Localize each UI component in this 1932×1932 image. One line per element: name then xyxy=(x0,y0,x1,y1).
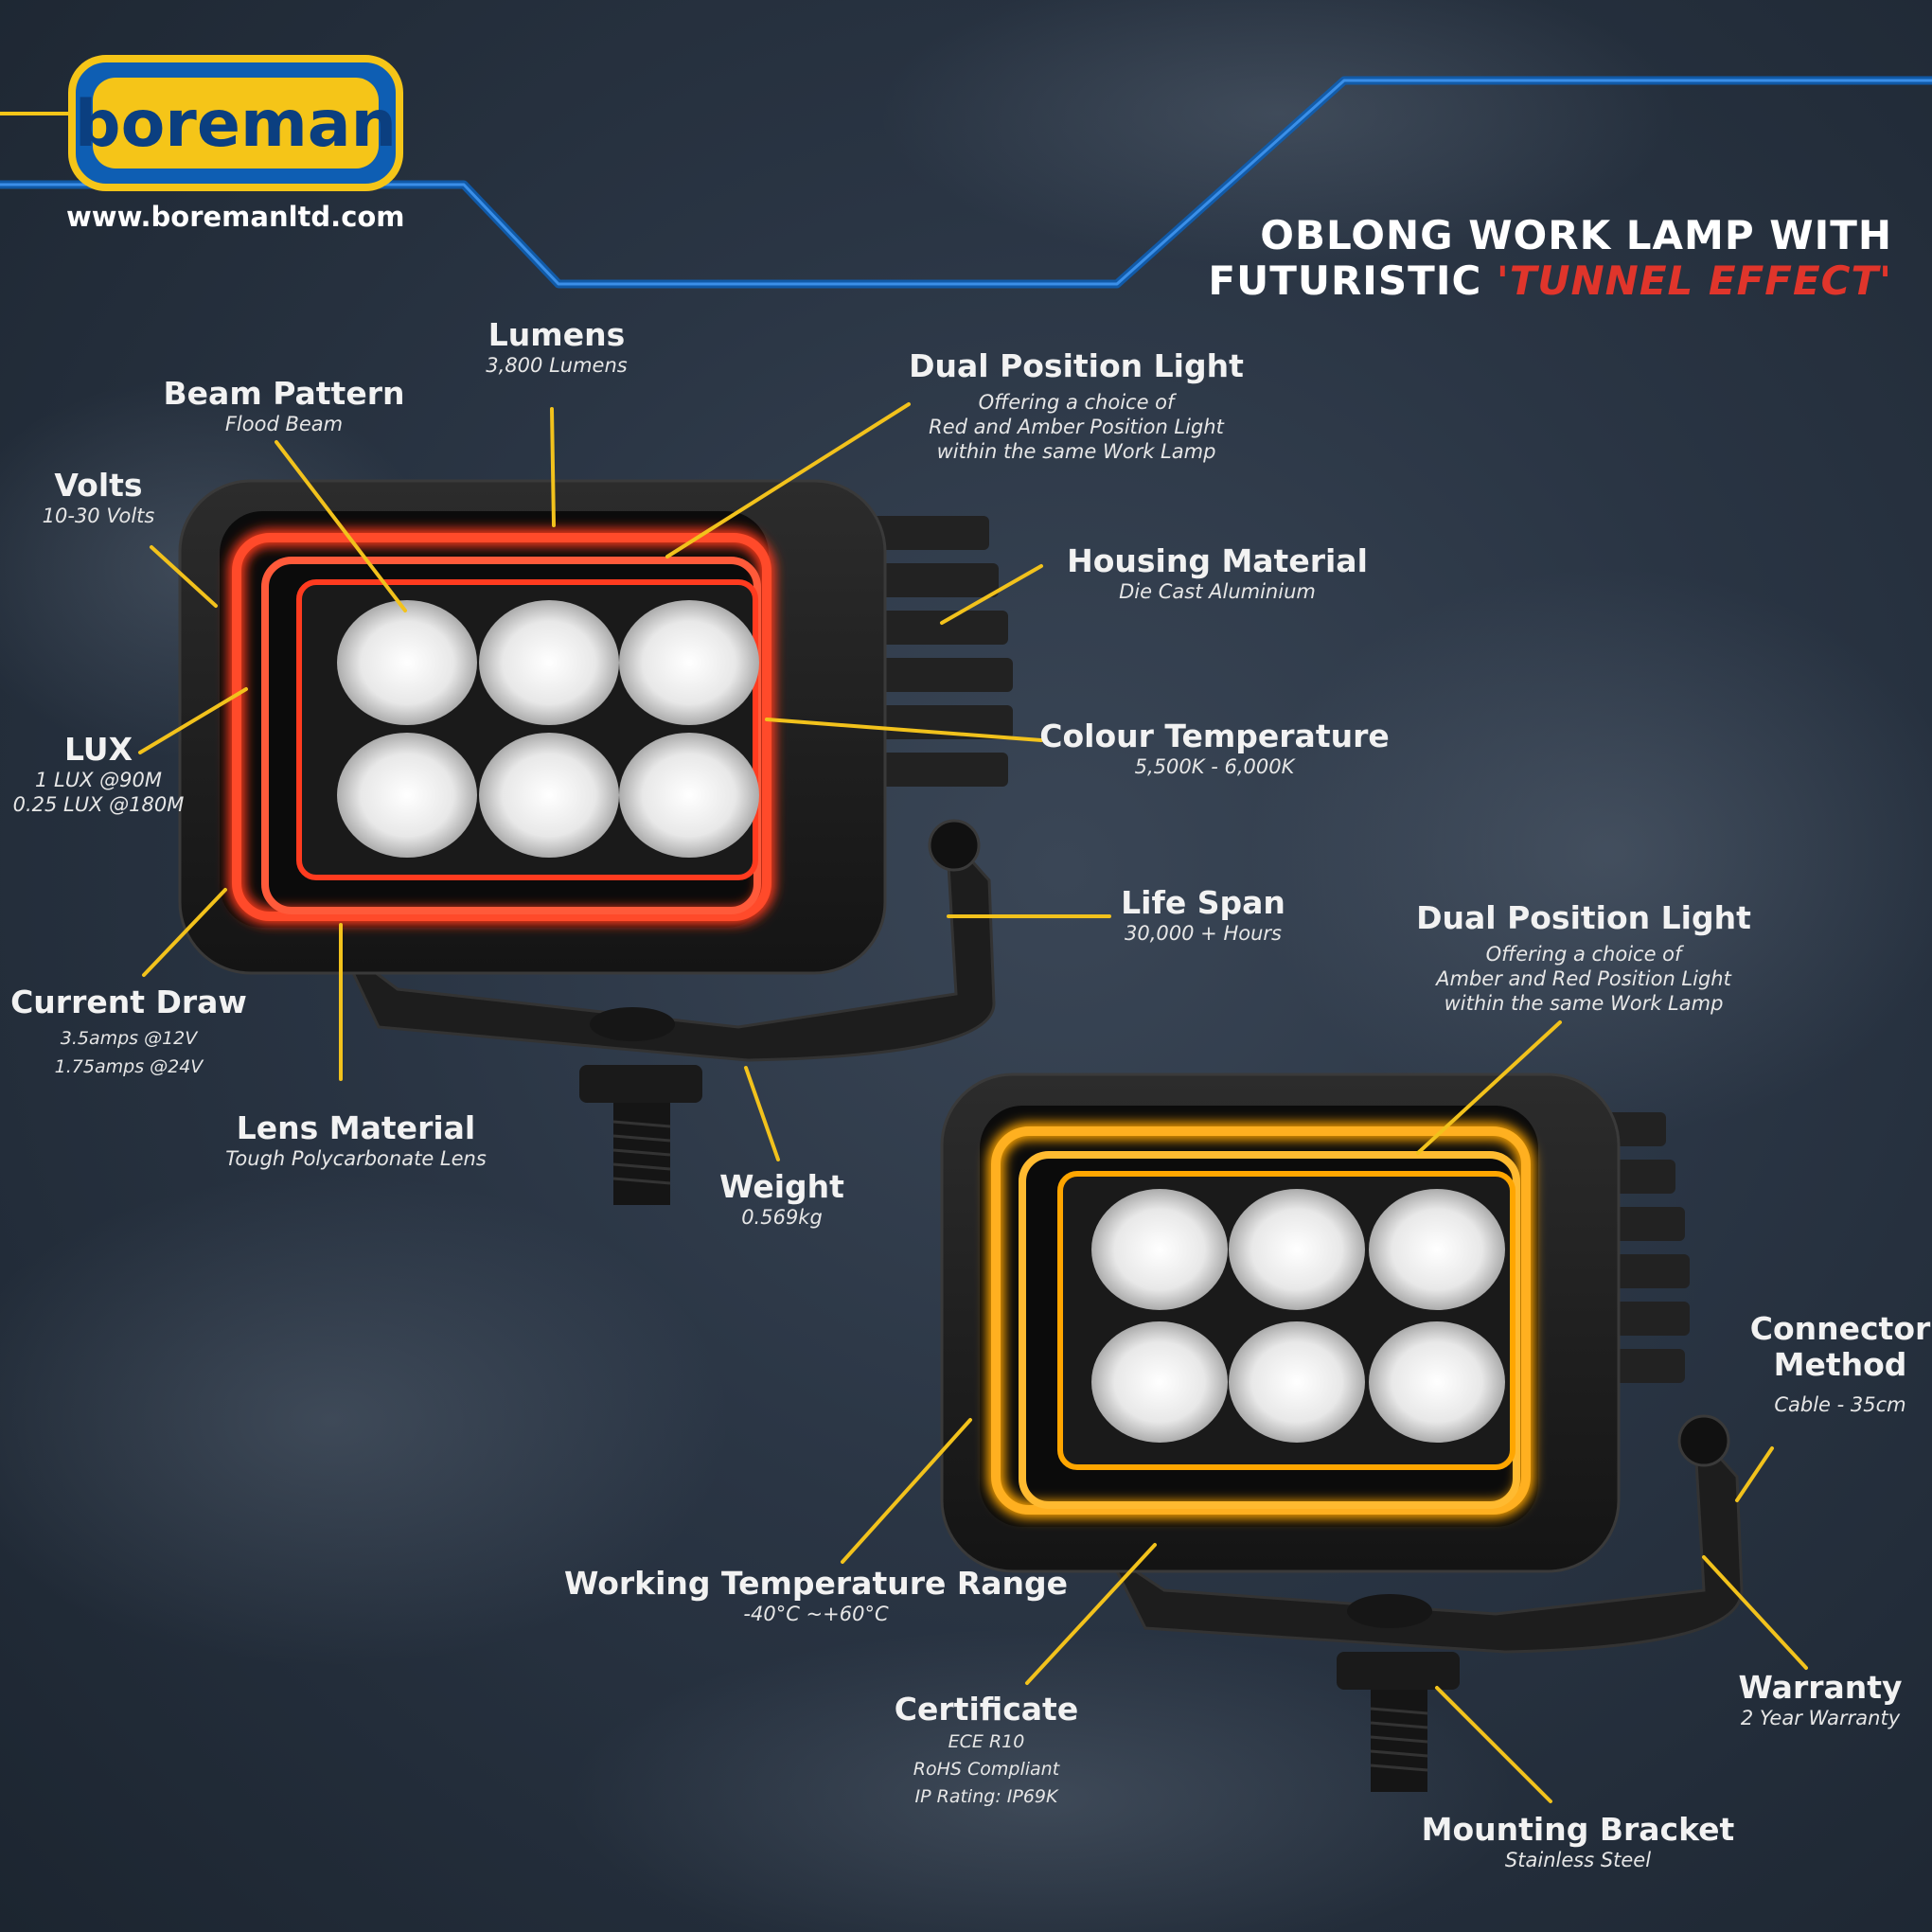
spec-title: Volts xyxy=(54,467,143,504)
page-headline: OBLONG WORK LAMP WITH FUTURISTIC 'TUNNEL… xyxy=(1208,213,1892,304)
spec-value: Die Cast Aluminium xyxy=(1119,580,1316,603)
spec-title: Working Temperature Range xyxy=(563,1565,1069,1602)
spec-value: IP Rating: IP69K xyxy=(914,1786,1058,1807)
spec-dual-position-red: Dual Position Light Offering a choice of… xyxy=(909,348,1244,464)
spec-title: Method xyxy=(1773,1346,1907,1383)
spec-value: 0.25 LUX @180M xyxy=(12,793,185,816)
spec-life-span: Life Span 30,000 + Hours xyxy=(1121,885,1285,946)
spec-title: Dual Position Light xyxy=(909,347,1244,384)
spec-title: Certificate xyxy=(894,1691,1079,1728)
spec-value: 1 LUX @90M xyxy=(34,769,162,791)
red-work-lamp xyxy=(178,479,1013,1205)
logo-wordmark: boreman xyxy=(75,87,397,162)
spec-value: 3.5amps @12V xyxy=(60,1028,198,1049)
spec-value: Offering a choice of xyxy=(978,391,1175,414)
spec-connector-method: Connector Method Cable - 35cm xyxy=(1750,1311,1931,1417)
amber-work-lamp xyxy=(940,1072,1744,1792)
spec-value: Red and Amber Position Light xyxy=(929,416,1224,438)
spec-title: Dual Position Light xyxy=(1416,899,1751,936)
spec-title: Current Draw xyxy=(10,984,247,1020)
spec-value: within the same Work Lamp xyxy=(1444,992,1724,1015)
spec-title: Connector xyxy=(1749,1310,1931,1347)
spec-current-draw: Current Draw 3.5amps @12V 1.75amps @24V xyxy=(10,984,247,1079)
spec-beam-pattern: Beam Pattern Flood Beam xyxy=(164,376,405,436)
led-array xyxy=(337,600,759,858)
spec-volts: Volts 10-30 Volts xyxy=(43,468,155,528)
spec-housing-material: Housing Material Die Cast Aluminium xyxy=(1067,543,1368,604)
spec-title: Life Span xyxy=(1121,884,1285,921)
led-array xyxy=(1091,1189,1505,1443)
spec-title: Warranty xyxy=(1738,1669,1903,1706)
spec-value: Stainless Steel xyxy=(1504,1849,1652,1871)
spec-warranty: Warranty 2 Year Warranty xyxy=(1738,1670,1902,1730)
spec-working-temperature: Working Temperature Range -40°C ~+60°C xyxy=(564,1566,1068,1626)
headline-accent: 'TUNNEL EFFECT' xyxy=(1496,257,1892,304)
spec-value: 0.569kg xyxy=(741,1206,823,1229)
spec-value: Amber and Red Position Light xyxy=(1436,967,1731,990)
spec-weight: Weight 0.569kg xyxy=(719,1169,844,1230)
spec-colour-temperature: Colour Temperature 5,500K - 6,000K xyxy=(1039,718,1390,779)
spec-title: Lumens xyxy=(487,316,626,353)
spec-lumens: Lumens 3,800 Lumens xyxy=(486,317,627,378)
spec-title: Colour Temperature xyxy=(1039,718,1390,754)
spec-value: ECE R10 xyxy=(948,1731,1025,1752)
spec-certificate: Certificate ECE R10 RoHS Compliant IP Ra… xyxy=(895,1692,1078,1809)
spec-value: 2 Year Warranty xyxy=(1740,1707,1901,1729)
spec-lux: LUX 1 LUX @90M 0.25 LUX @180M xyxy=(13,732,185,817)
spec-value: 1.75amps @24V xyxy=(54,1056,204,1077)
boreman-logo: boreman xyxy=(68,55,403,191)
spec-dual-position-amber: Dual Position Light Offering a choice of… xyxy=(1416,900,1751,1016)
spec-value: within the same Work Lamp xyxy=(936,440,1216,463)
spec-value: Flood Beam xyxy=(224,413,344,435)
spec-value: -40°C ~+60°C xyxy=(743,1603,889,1625)
spec-value: 3,800 Lumens xyxy=(486,354,628,377)
spec-value: Cable - 35cm xyxy=(1774,1393,1906,1416)
spec-title: Mounting Bracket xyxy=(1421,1811,1735,1848)
spec-value: 30,000 + Hours xyxy=(1125,922,1282,945)
spec-title: LUX xyxy=(63,731,133,768)
spec-lens-material: Lens Material Tough Polycarbonate Lens xyxy=(225,1110,487,1171)
spec-value: RoHS Compliant xyxy=(913,1759,1060,1780)
spec-title: Housing Material xyxy=(1067,542,1368,579)
headline-line-1: OBLONG WORK LAMP WITH xyxy=(1260,212,1892,258)
spec-title: Weight xyxy=(719,1168,844,1205)
headline-line-2: FUTURISTIC 'TUNNEL EFFECT' xyxy=(1208,258,1892,304)
spec-value: 10-30 Volts xyxy=(42,505,155,527)
spec-mounting-bracket: Mounting Bracket Stainless Steel xyxy=(1422,1812,1735,1872)
spec-title: Lens Material xyxy=(236,1109,476,1146)
spec-value: 5,500K - 6,000K xyxy=(1134,755,1295,778)
callout-leader-lines xyxy=(138,402,1808,1803)
website-url[interactable]: www.boremanltd.com xyxy=(66,201,405,233)
spec-value: Tough Polycarbonate Lens xyxy=(225,1147,487,1170)
spec-title: Beam Pattern xyxy=(163,375,405,412)
headline-plain: FUTURISTIC xyxy=(1208,257,1497,304)
spec-value: Offering a choice of xyxy=(1485,943,1682,966)
